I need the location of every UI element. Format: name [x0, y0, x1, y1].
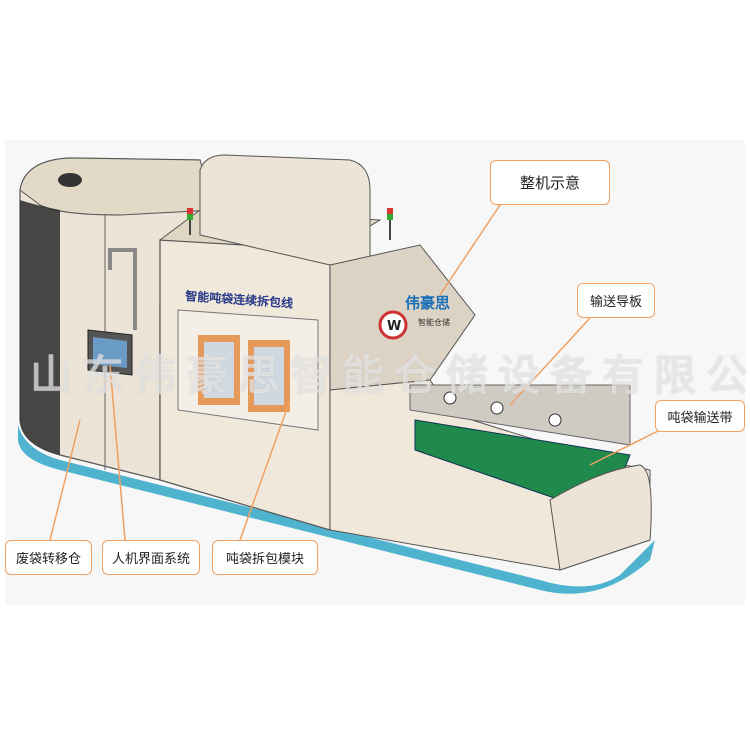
logo-mark	[378, 310, 408, 340]
hmi-display	[93, 337, 127, 368]
right-window-glass	[254, 347, 284, 405]
guide-plate-hole	[548, 413, 562, 427]
watermark: 山东伟豪思智能仓储设备有限公司	[30, 351, 750, 400]
callout-hmi-system: 人机界面系统	[102, 540, 200, 575]
callout-conveyor-belt: 吨袋输送带	[655, 400, 745, 432]
bin-hole	[58, 173, 82, 187]
hmi-arm	[108, 248, 137, 330]
conveyor-end-cap	[549, 464, 652, 571]
callout-guide-plate: 输送导板	[577, 283, 655, 318]
top-hood	[199, 154, 371, 266]
callout-waste-bag-bin: 废袋转移仓	[5, 540, 92, 575]
callout-overall: 整机示意	[490, 160, 610, 205]
guide-plate-hole	[443, 391, 457, 405]
logo-letter: W	[387, 319, 401, 334]
left-window-glass	[204, 342, 234, 398]
guide-plate-hole	[490, 401, 504, 415]
leader-lines	[49, 204, 661, 541]
logo-subtitle: 智能仓储	[418, 317, 450, 327]
signal-light-left	[187, 208, 193, 235]
signal-light-right	[387, 208, 393, 240]
bin-dark-side	[20, 200, 60, 455]
logo-name: 伟豪思	[405, 294, 450, 312]
bin-top	[19, 157, 216, 216]
callout-unpacking-module: 吨袋拆包模块	[212, 540, 318, 575]
